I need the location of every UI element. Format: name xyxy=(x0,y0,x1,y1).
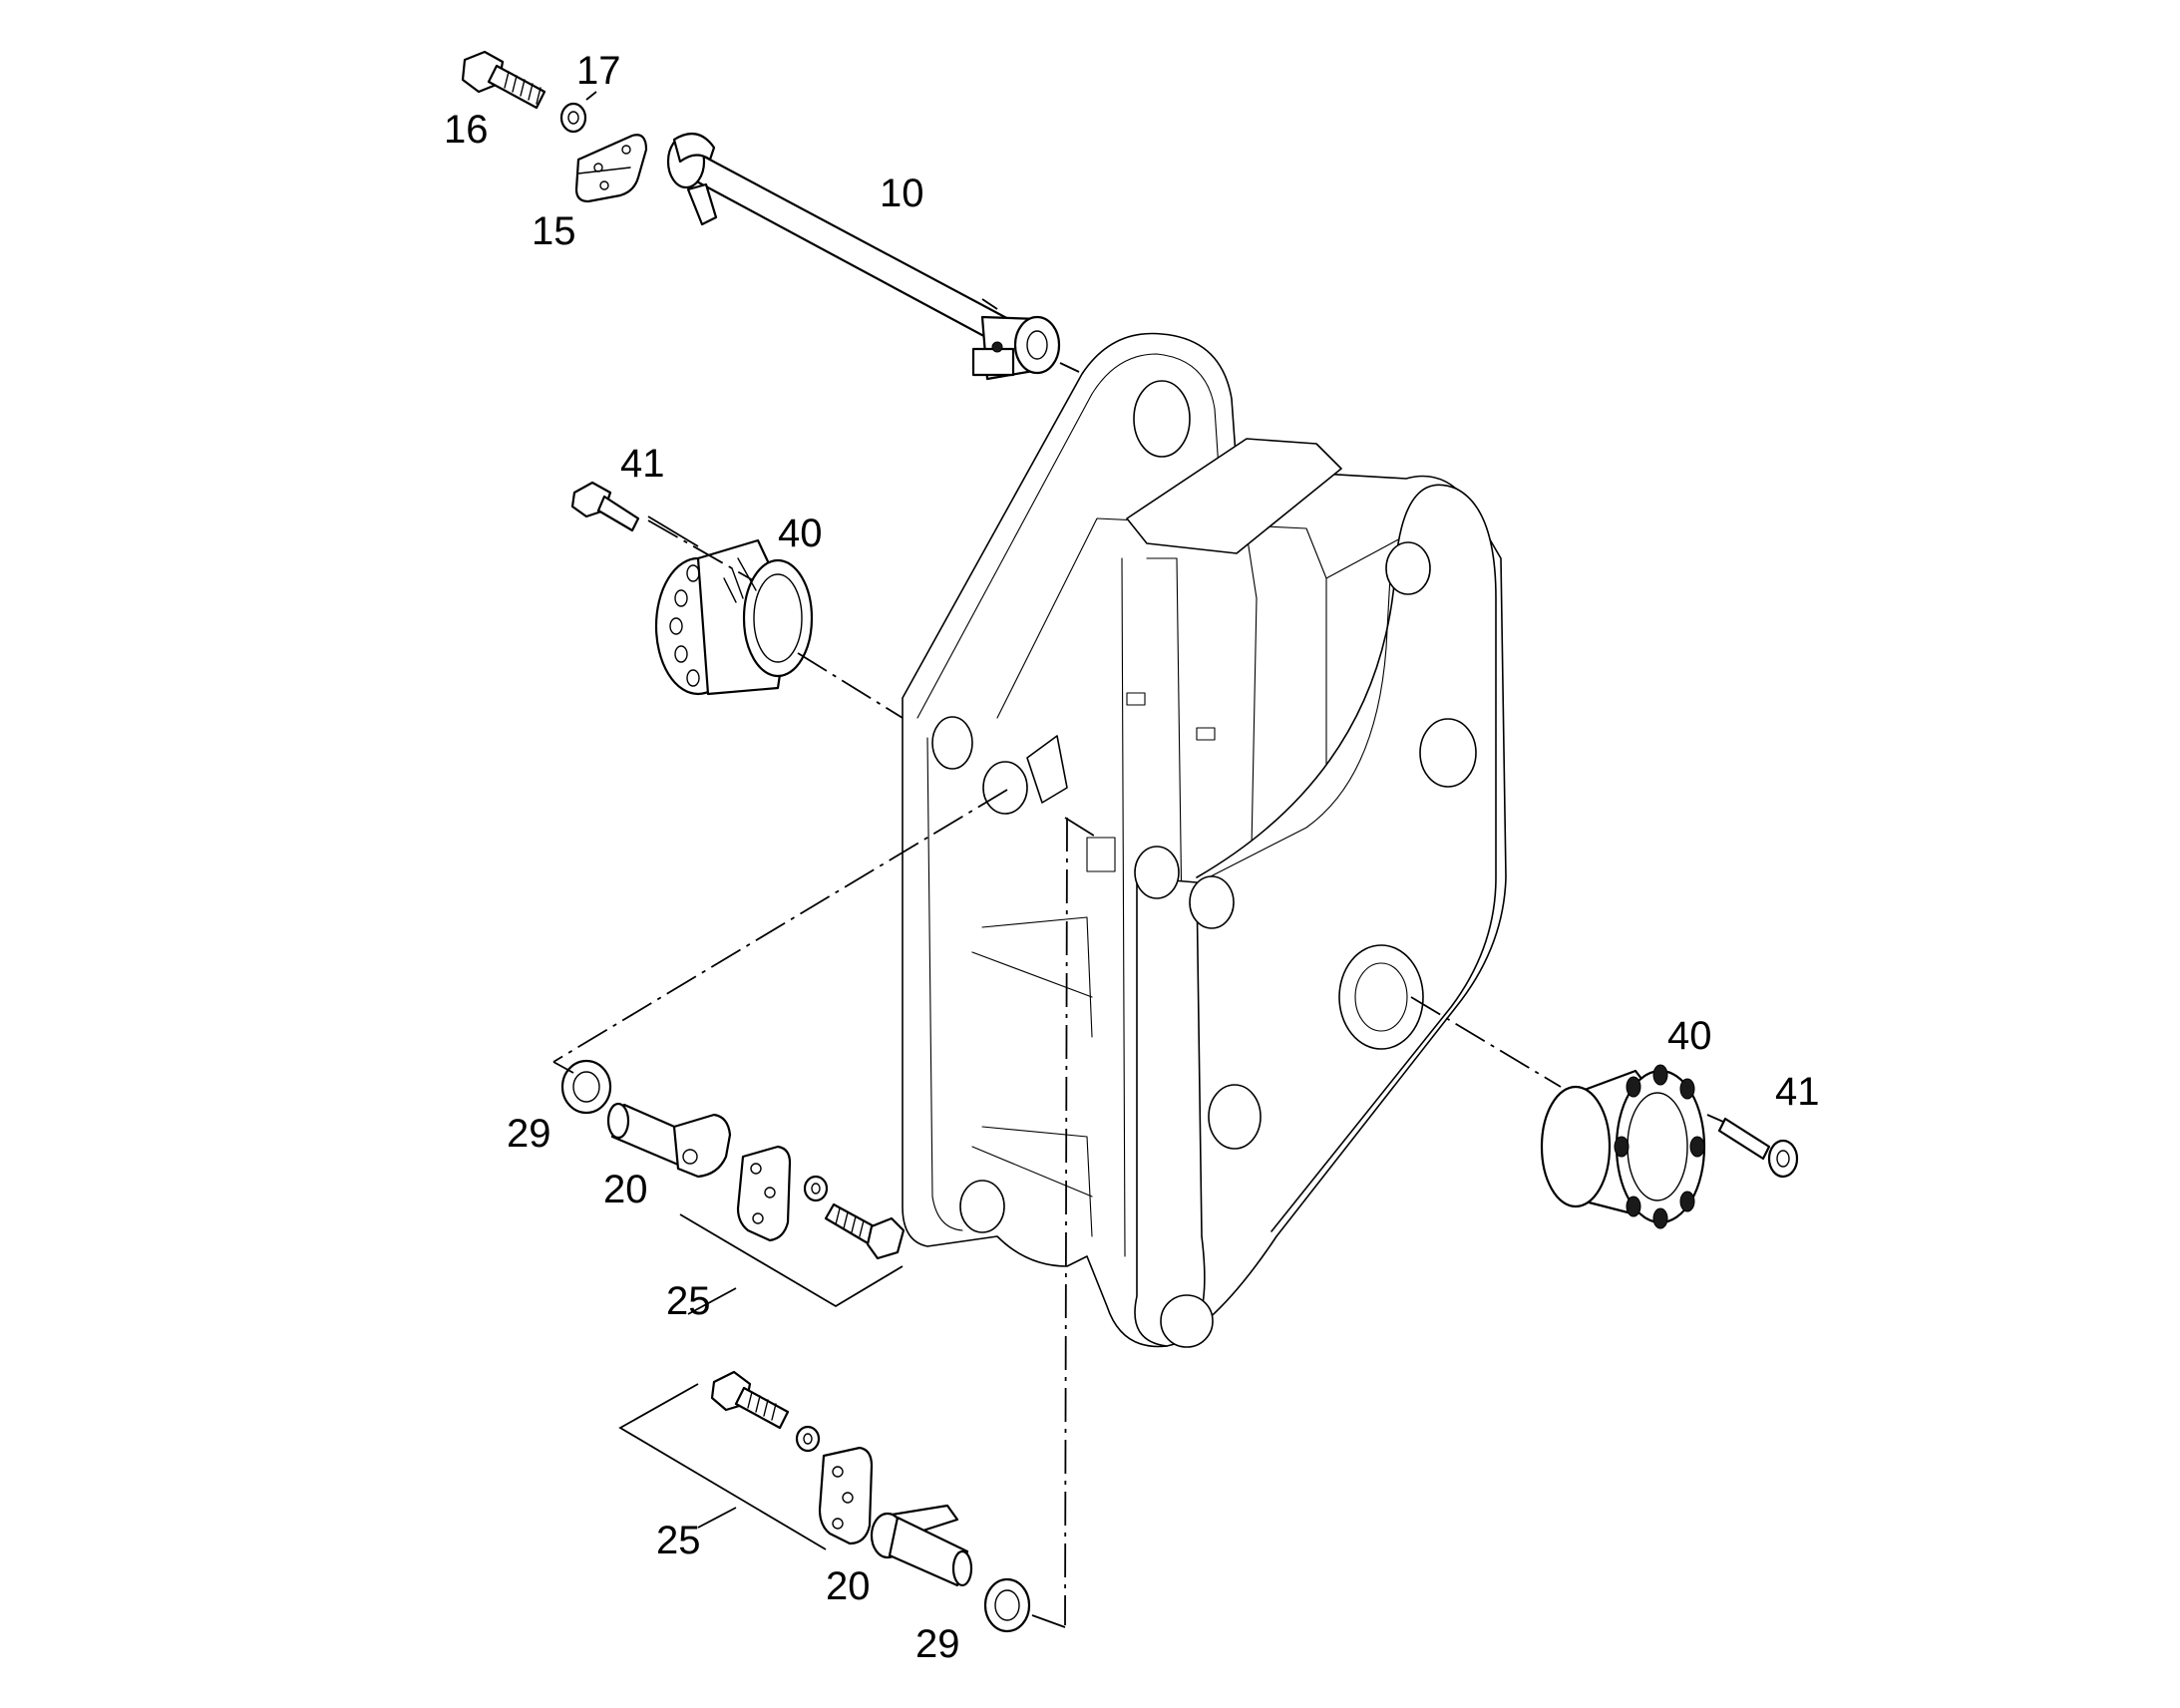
leader-lines xyxy=(647,298,998,547)
bearing-40-left-holes xyxy=(669,564,700,687)
callout-16: 16 xyxy=(444,108,489,152)
callout-41-left: 41 xyxy=(620,442,665,486)
callout-20-upper: 20 xyxy=(603,1168,648,1211)
screw-41-right xyxy=(1717,1117,1799,1179)
callout-29-lower: 29 xyxy=(915,1622,960,1666)
plate-25-upper xyxy=(736,1145,906,1260)
bearing-40-right xyxy=(1540,1064,1706,1229)
washer-29-upper xyxy=(560,1059,612,1115)
callout-41-right: 41 xyxy=(1775,1070,1820,1114)
callout-29-upper: 29 xyxy=(507,1112,551,1156)
bearing-40-right-slots xyxy=(1614,1064,1705,1229)
callouts: 17 16 15 10 41 40 40 41 29 20 25 25 20 2… xyxy=(444,49,1820,1666)
callout-40-right: 40 xyxy=(1667,1014,1712,1058)
centre-lines xyxy=(552,519,1724,1628)
main-frame xyxy=(902,332,1507,1348)
pin-20-lower xyxy=(870,1504,973,1587)
retainer-plate-15 xyxy=(574,134,648,203)
bearing-40-left xyxy=(654,538,814,696)
callout-25-upper: 25 xyxy=(666,1279,711,1323)
callout-25-lower: 25 xyxy=(656,1519,701,1562)
bracket-25-lower xyxy=(618,1383,827,1550)
pin-10 xyxy=(666,132,1080,381)
washer-29-lower xyxy=(983,1577,1031,1633)
washer-17 xyxy=(559,91,597,134)
callout-40-left: 40 xyxy=(778,512,823,555)
callout-17: 17 xyxy=(576,49,621,93)
callout-20-lower: 20 xyxy=(826,1564,871,1608)
callout-10: 10 xyxy=(880,171,924,215)
callout-15: 15 xyxy=(532,209,576,253)
screw-41-left xyxy=(570,481,640,532)
pin-20-upper xyxy=(606,1102,732,1179)
bolt-16 xyxy=(461,50,546,110)
plate-25-lower xyxy=(710,1370,874,1545)
bracket-25-upper xyxy=(679,1213,904,1315)
